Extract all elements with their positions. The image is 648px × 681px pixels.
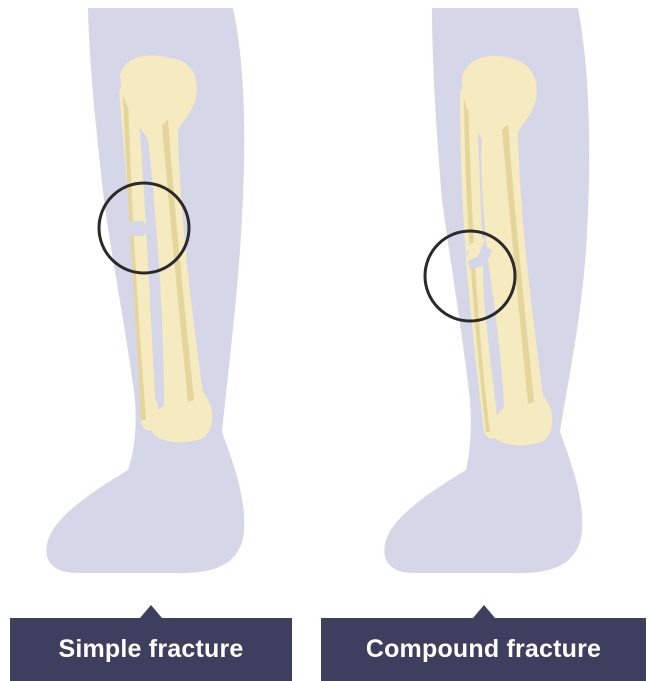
compound-fracture-label-text: Compound fracture [366,635,601,664]
simple-fracture-panel [46,8,244,573]
label-pointer [473,605,495,618]
compound-fracture-panel [384,8,589,573]
simple-fracture-label: Simple fracture [10,618,292,681]
simple-fracture-label-text: Simple fracture [58,635,243,664]
label-pointer [140,605,162,618]
compound-fracture-label: Compound fracture [321,618,646,681]
